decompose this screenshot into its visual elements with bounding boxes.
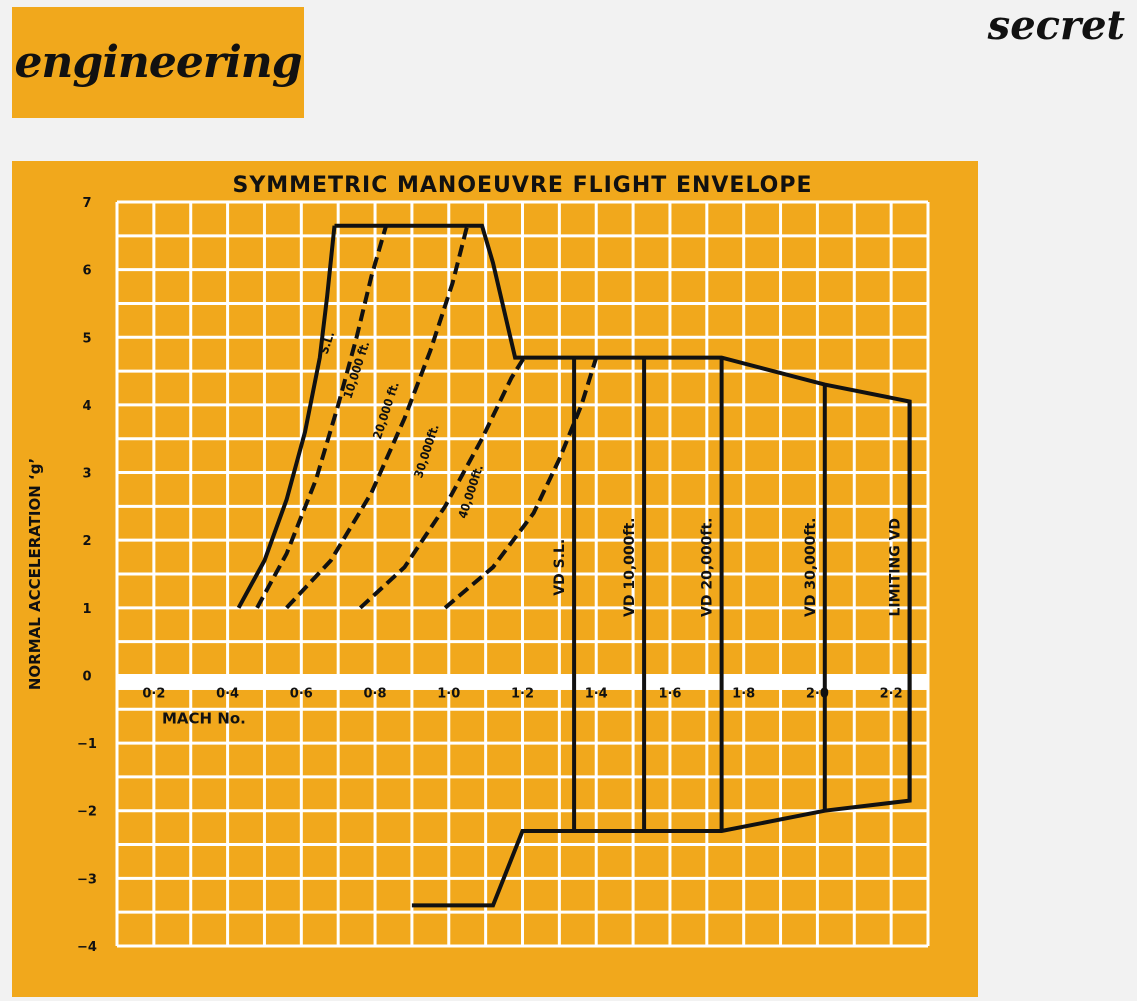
- x-tick-label: 1·2: [511, 686, 534, 701]
- engineering-label: engineering: [12, 7, 304, 118]
- series-10-000-ft: [255, 225, 389, 609]
- series-40-000-ft: [443, 357, 599, 610]
- y-axis-label: NORMAL ACCELERATION ‘g’: [26, 458, 44, 690]
- y-tick-label: 2: [82, 534, 91, 549]
- y-tick-label: 3: [82, 467, 91, 482]
- y-tick-label: 6: [82, 264, 91, 279]
- x-tick-label: 1·4: [585, 686, 608, 701]
- vd-label: VD 30,000ft.: [803, 518, 819, 617]
- series-s-l: [236, 225, 337, 609]
- y-tick-label: −2: [77, 805, 97, 820]
- y-tick-label: −1: [77, 737, 97, 752]
- vd-label: VD 10,000ft.: [622, 518, 638, 617]
- y-tick-label: 5: [82, 331, 91, 346]
- x-axis-label: MACH No.: [162, 709, 246, 727]
- x-tick-label: 0·6: [290, 686, 313, 701]
- vd-label: VD S.L.: [552, 539, 568, 596]
- curve-label: S.L.: [317, 330, 337, 356]
- x-tick-label: 2·2: [880, 686, 903, 701]
- y-tick-label: −3: [77, 872, 97, 887]
- secret-stamp: secret: [987, 2, 1125, 49]
- vd-label: LIMITING VD: [888, 518, 904, 617]
- y-tick-label: −4: [77, 940, 97, 955]
- engineering-text: engineering: [14, 37, 302, 88]
- zero-axis-band: [117, 676, 928, 690]
- x-tick-label: 0·8: [364, 686, 387, 701]
- vd-label: VD 20,000ft.: [700, 518, 716, 617]
- y-tick-label: 4: [82, 399, 91, 414]
- y-tick-label: 0: [82, 669, 91, 684]
- series-30-000-ft: [358, 353, 528, 610]
- x-tick-label: 0·2: [142, 686, 165, 701]
- x-tick-label: 1·0: [437, 686, 460, 701]
- series-20-000-ft: [285, 225, 470, 610]
- x-tick-label: 1·8: [732, 686, 755, 701]
- y-tick-label: 7: [82, 196, 91, 211]
- x-tick-label: 1·6: [658, 686, 681, 701]
- chart-title: SYMMETRIC MANOEUVRE FLIGHT ENVELOPE: [232, 173, 812, 198]
- y-tick-label: 1: [82, 602, 91, 617]
- x-tick-label: 0·4: [216, 686, 239, 701]
